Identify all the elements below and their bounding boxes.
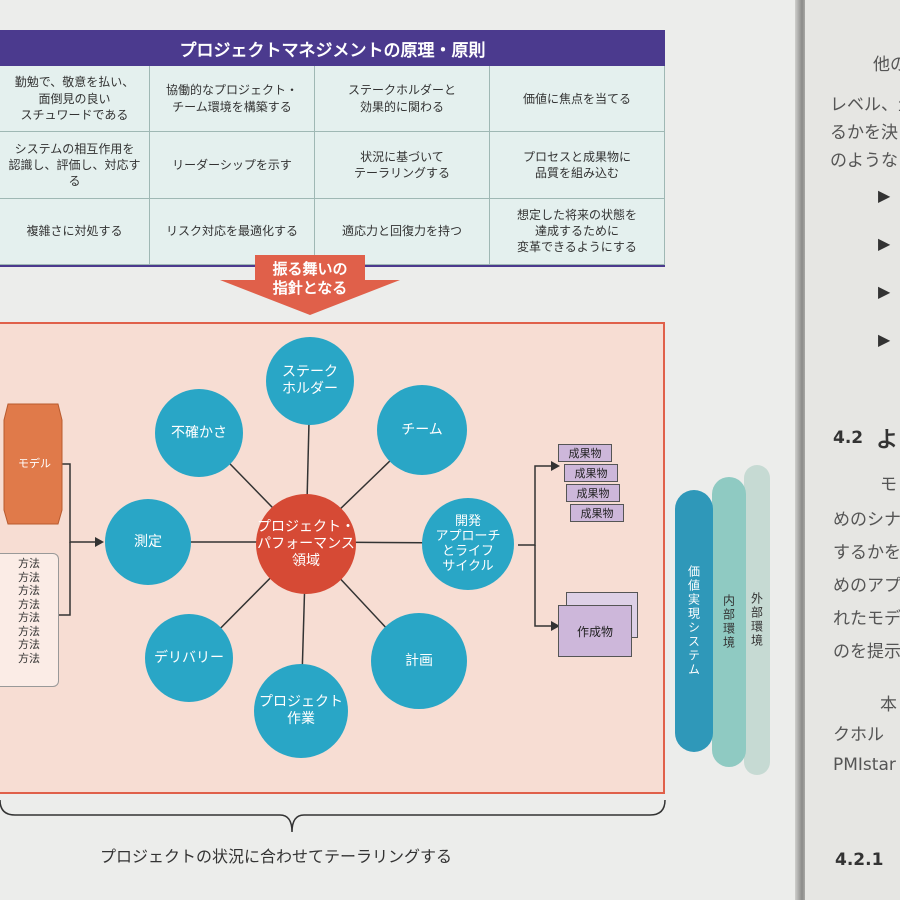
principle-cell: 状況に基づいて テーラリングする — [315, 132, 490, 199]
methods-list: 方法 方法 方法 方法 方法 方法 方法 方法 — [0, 553, 59, 687]
external-env-pillar: 外部環境 — [744, 465, 770, 775]
method-item: 方法 — [18, 557, 40, 570]
method-item: 方法 — [18, 597, 40, 611]
right-page-line: めのアプ — [833, 576, 900, 596]
domain-center: プロジェクト・ パフォーマンス 領域 — [256, 494, 356, 594]
domain-delivery: デリバリー — [145, 614, 233, 702]
method-item: 方法 — [18, 570, 40, 584]
deliverable-doc: 成果物 — [566, 484, 620, 502]
down-arrow-icon — [220, 255, 400, 315]
right-page-line: のような — [830, 151, 898, 171]
principles-table: プロジェクトマネジメントの原理・原則 勤勉で、敬意を払い、 面倒見の良い スチュ… — [0, 30, 665, 267]
right-page-line: のを提示 — [833, 642, 900, 662]
bottom-caption: プロジェクトの状況に合わせてテーラリングする — [100, 847, 453, 866]
brace-icon — [0, 799, 666, 833]
bullet-icon: ▶ — [878, 186, 891, 205]
right-page-line: PMIstar — [833, 755, 896, 775]
right-page-line: れたモデ — [833, 609, 900, 629]
bullet-icon: ▶ — [878, 234, 891, 253]
method-item: 方法 — [18, 651, 40, 665]
artifact-doc: 作成物 — [558, 605, 632, 657]
principle-cell: 協働的なプロジェクト・ チーム環境を構築する — [150, 66, 315, 133]
deliverable-doc: 成果物 — [570, 504, 624, 522]
deliverable-doc: 成果物 — [558, 444, 612, 462]
principle-cell: 複雑さに対処する — [0, 198, 150, 265]
principles-grid: 勤勉で、敬意を払い、 面倒見の良い スチュワードである 協働的なプロジェクト・ … — [0, 66, 665, 267]
method-item: 方法 — [18, 611, 40, 624]
internal-env-pillar: 内部環境 — [712, 477, 746, 767]
book-page-right — [805, 0, 900, 900]
right-page-line: クホル — [833, 725, 884, 745]
right-page-line: るかを決 — [830, 123, 898, 143]
principle-cell: システムの相互作用を 認識し、評価し、対応する — [0, 132, 150, 199]
method-item: 方法 — [18, 624, 40, 638]
model-shape — [3, 403, 63, 525]
section-heading: よ — [876, 428, 899, 453]
right-page-line: するかを — [833, 543, 900, 563]
method-item: 方法 — [18, 584, 40, 597]
method-item: 方法 — [18, 638, 40, 651]
deliverable-doc: 成果物 — [564, 464, 618, 482]
domain-team: チーム — [377, 385, 467, 475]
right-page-line: レベル、生 — [830, 95, 900, 115]
principle-cell: 想定した将来の状態を 達成するために 変革できるようにする — [490, 198, 665, 265]
value-system-pillar: 価値実現システム — [675, 490, 713, 752]
right-page-line: 本 — [880, 695, 897, 715]
bullet-icon: ▶ — [878, 330, 891, 349]
domain-measurement: 測定 — [105, 499, 191, 585]
arrow-label: 振る舞いの 指針となる — [272, 260, 348, 297]
principle-cell: 価値に焦点を当てる — [490, 66, 665, 133]
domain-uncertainty: 不確かさ — [155, 389, 243, 477]
principles-title: プロジェクトマネジメントの原理・原則 — [0, 30, 665, 66]
domain-dev-approach: 開発 アプローチ とライフ サイクル — [422, 498, 514, 590]
domain-stakeholders: ステーク ホルダー — [266, 337, 354, 425]
principle-cell: リーダーシップを示す — [150, 132, 315, 199]
guide-arrow: 振る舞いの 指針となる — [220, 255, 400, 315]
domain-project-work: プロジェクト 作業 — [254, 664, 348, 758]
principle-cell: リスク対応を最適化する — [150, 198, 315, 265]
model-label: モデル — [18, 457, 51, 470]
subsection-number: 4.2.1 — [835, 850, 884, 870]
principle-cell: ステークホルダーと 効果的に関わる — [315, 66, 490, 133]
bullet-icon: ▶ — [878, 282, 891, 301]
right-page-line: めのシナ — [833, 510, 900, 530]
principle-cell: 適応力と回復力を持つ — [315, 198, 490, 265]
section-number: 4.2 — [833, 428, 864, 448]
right-page-line: 他の — [873, 55, 900, 75]
principle-cell: 勤勉で、敬意を払い、 面倒見の良い スチュワードである — [0, 66, 150, 133]
principle-cell: プロセスと成果物に 品質を組み込む — [490, 132, 665, 199]
right-page-line: モ — [880, 475, 897, 495]
domain-planning: 計画 — [371, 613, 467, 709]
